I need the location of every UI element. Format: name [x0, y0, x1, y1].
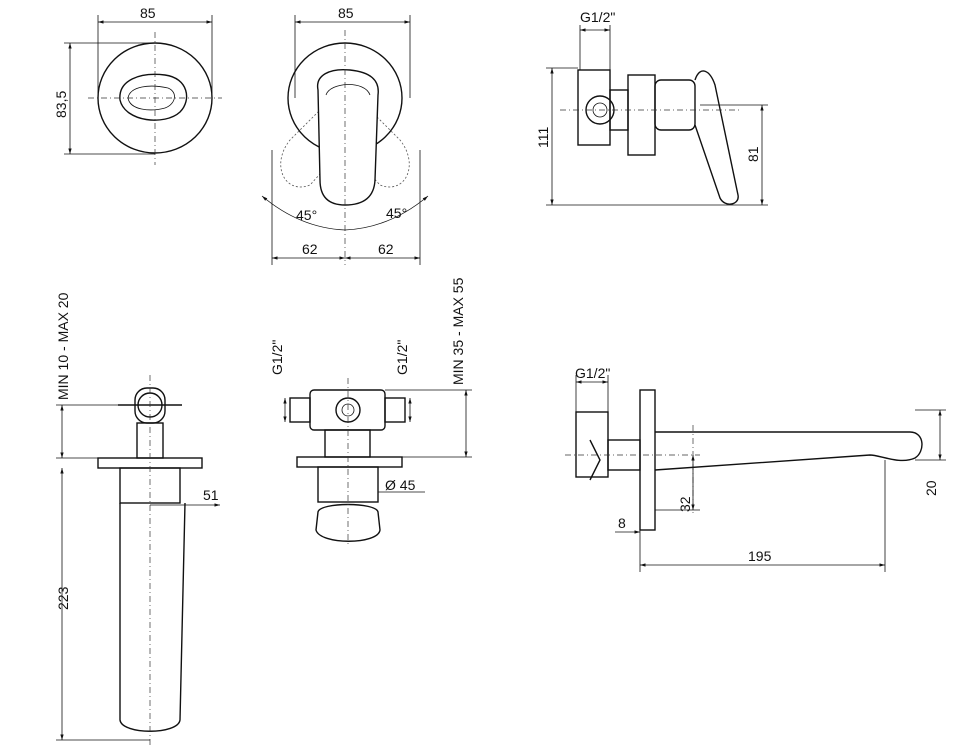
- dim-projection: 195: [748, 548, 772, 564]
- dim-front-height: 83,5: [53, 91, 69, 118]
- dim-spout-side-thread: G1/2": [575, 365, 610, 381]
- dim-plate-height: 81: [745, 146, 761, 162]
- dim-valve-diameter: Ø 45: [385, 477, 416, 493]
- front-view: 85 83,5: [53, 5, 222, 165]
- dim-wall-range: MIN 10 - MAX 20: [55, 292, 71, 400]
- handle-rotation-view: 85 45° 45° 62 62: [261, 5, 429, 265]
- spout-front-view: MIN 10 - MAX 20 51 223: [55, 292, 220, 745]
- dim-side-thread: G1/2": [580, 9, 615, 25]
- spout-side-view: G1/2" 32 20 8 195: [565, 365, 946, 572]
- dim-valve-thread-right: G1/2": [394, 340, 410, 375]
- valve-view: G1/2" G1/2" MIN 35 - MAX 55 Ø 45: [269, 277, 472, 545]
- dim-valve-wall-range: MIN 35 - MAX 55: [450, 277, 466, 385]
- dim-spout-width: 51: [203, 487, 219, 503]
- dim-outlet-height: 32: [677, 496, 693, 512]
- dim-spout-height: 20: [923, 480, 939, 496]
- dim-reach-left: 62: [302, 241, 318, 257]
- dim-reach-right: 62: [378, 241, 394, 257]
- dim-angle-right: 45°: [386, 205, 407, 221]
- dim-angle-left: 45°: [296, 207, 317, 223]
- side-view: G1/2" 111 81: [535, 9, 768, 206]
- dim-spout-length: 223: [55, 586, 71, 610]
- dim-plate-thickness: 8: [618, 515, 626, 531]
- dim-handle-width: 85: [338, 5, 354, 21]
- dim-valve-thread-left: G1/2": [269, 340, 285, 375]
- dim-total-height: 111: [535, 127, 551, 148]
- dim-front-width: 85: [140, 5, 156, 21]
